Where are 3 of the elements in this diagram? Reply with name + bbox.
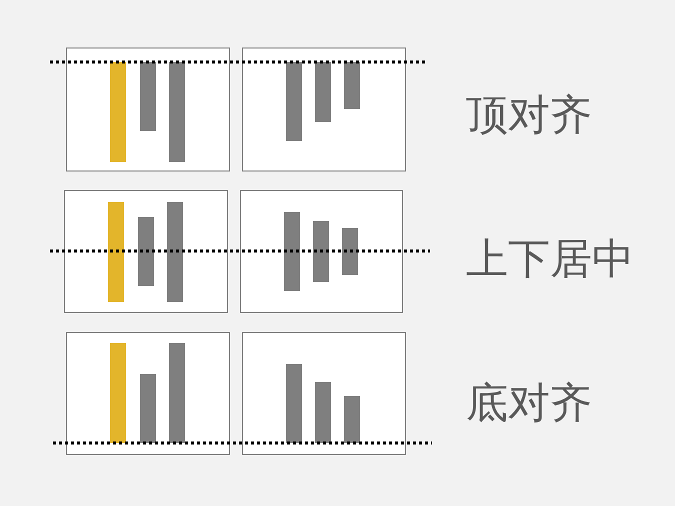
alignment-label: 顶对齐 [466, 93, 592, 137]
alignment-label: 上下居中 [466, 237, 634, 281]
alignment-label: 底对齐 [466, 381, 592, 425]
